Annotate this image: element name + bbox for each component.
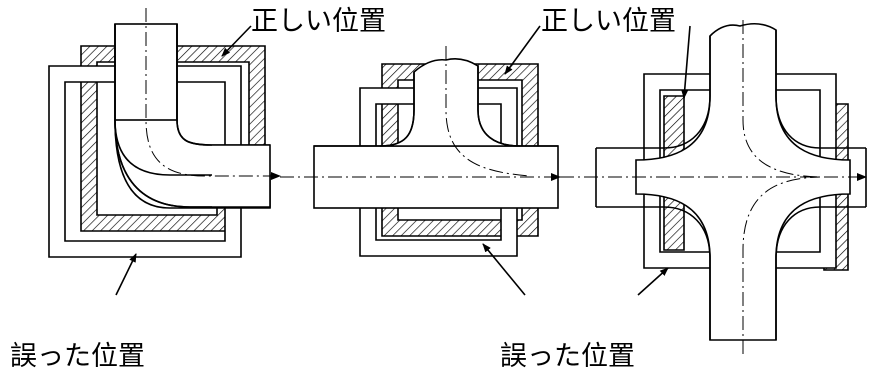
tee-figure [280,46,561,257]
arrow-correct-1 [221,25,252,57]
arrow-wrong-1 [115,253,137,296]
cross-centerline-vertical [742,20,821,354]
label-wrong-position-right: 誤った位置 [500,341,635,372]
label-wrong-position-left: 誤った位置 [10,341,145,372]
arrow-wrong-2 [482,243,526,296]
arrow-wrong-3 [637,267,669,296]
elbow-centerline [145,8,281,180]
cross-figure [560,20,867,354]
arrow-correct-2 [504,25,541,75]
label-correct-position-left: 正しい位置 [251,6,386,37]
elbow-figure [48,8,281,258]
label-correct-position-right: 正しい位置 [541,6,676,37]
arrow-correct-3 [681,25,691,99]
cross-vertical-pipe [635,22,851,341]
